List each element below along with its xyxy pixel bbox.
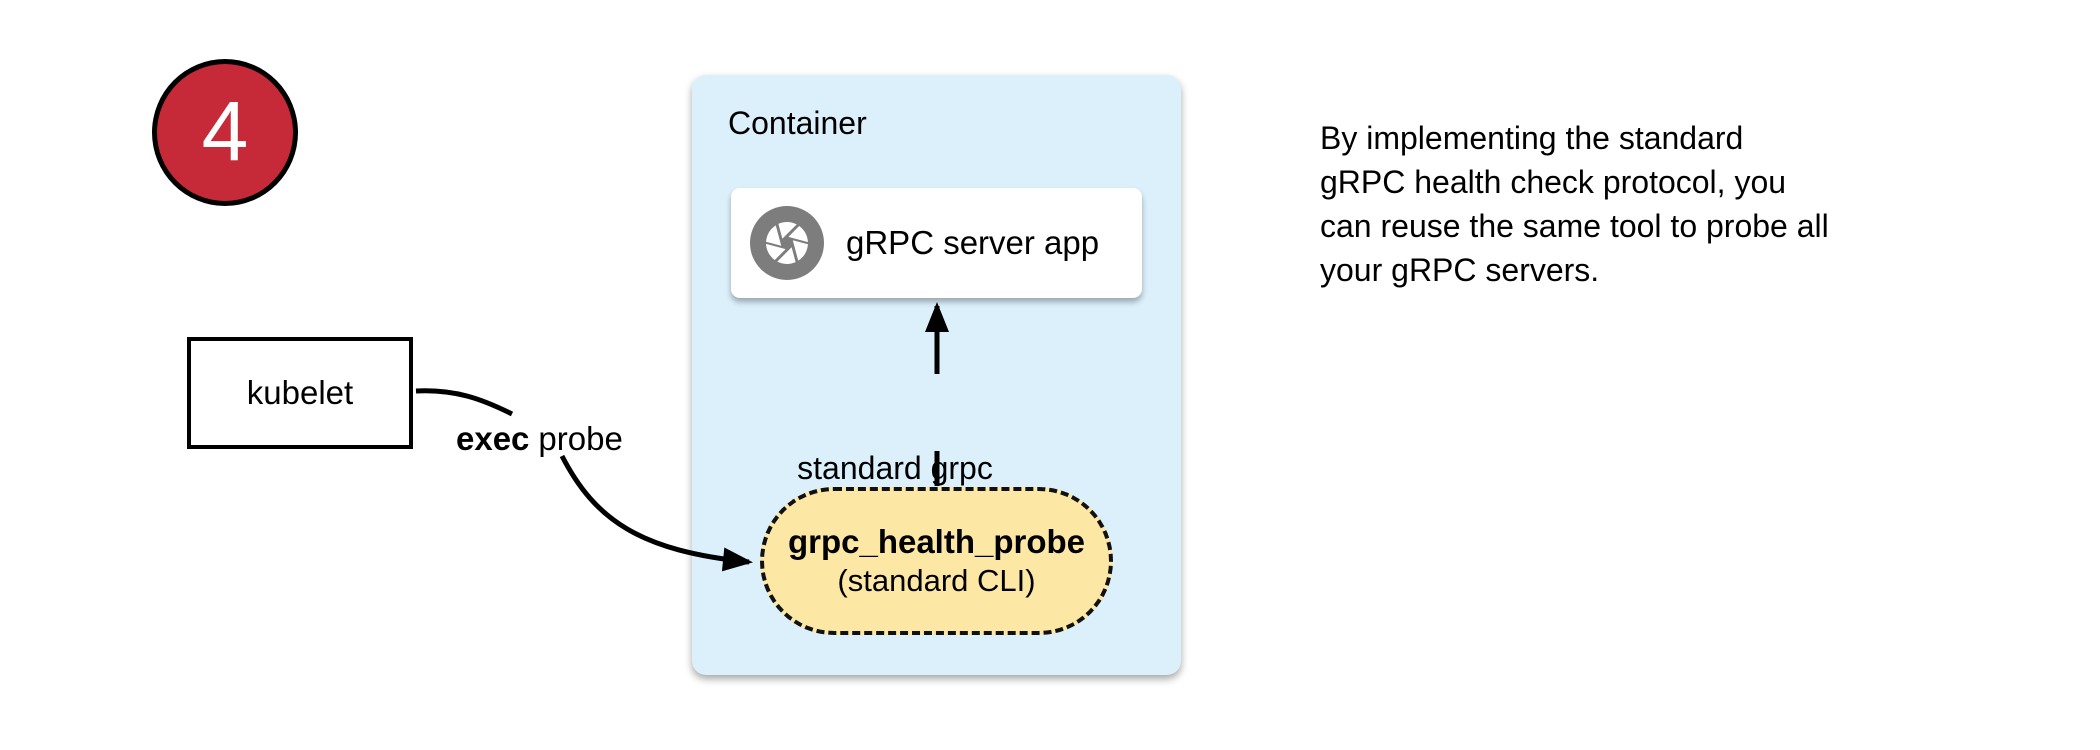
edge-kubelet-to-label [415,388,514,417]
container-label: Container [728,105,867,141]
probe-subtitle: (standard CLI) [837,563,1036,598]
probe-word: probe [538,420,623,457]
kubelet-label: kubelet [246,374,354,411]
grpc-health-probe-pill: grpc_health_probe (standard CLI) [760,487,1113,635]
health-protocol-line1: standard grpc [797,450,993,486]
note-line: your gRPC servers. [1320,252,1600,288]
side-note: By implementing the standard gRPC health… [1320,116,1829,292]
step-number: 4 [201,83,249,178]
note-line: gRPC health check protocol, you [1320,164,1787,200]
exec-keyword: exec [456,420,530,457]
note-line: By implementing the standard [1320,120,1744,156]
step-number-badge: 4 [152,59,298,206]
grpc-server-app-label: gRPC server app [846,224,1100,261]
aperture-icon [750,206,824,280]
container-box: Container gRPC server app standard grpc … [692,75,1181,675]
grpc-server-app-box: gRPC server app [731,188,1142,298]
kubelet-box: kubelet [187,337,413,449]
probe-title: grpc_health_probe [787,523,1086,560]
note-line: can reuse the same tool to probe all [1320,208,1829,244]
